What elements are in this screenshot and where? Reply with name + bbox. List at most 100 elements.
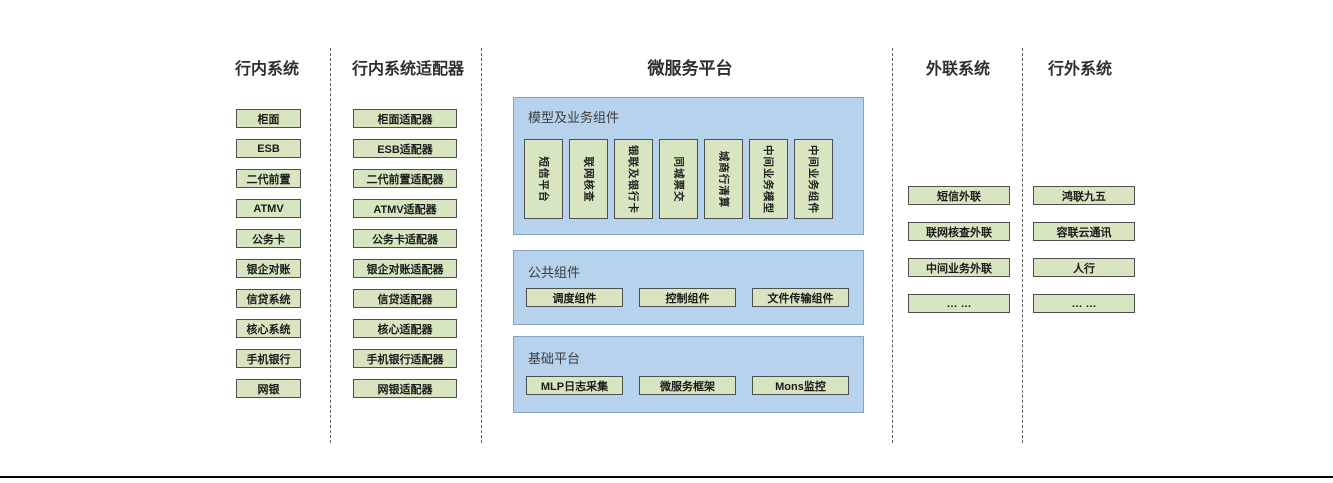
box-label: 公务卡 (252, 233, 285, 246)
model-component-box: 中间业务组件 (794, 139, 833, 219)
box-label: 文件传输组件 (767, 292, 834, 305)
outreach-system-box: 联网核查外联 (908, 222, 1010, 241)
model-components-row: 短信平台 联网核查 银联及银行卡 同城票交 城商行清算 (524, 139, 833, 219)
box-label: MLP日志采集 (540, 380, 609, 393)
box-label: 公务卡适配器 (372, 233, 438, 246)
adapter-box: 网银适配器 (353, 379, 457, 398)
box-label: 调度组件 (552, 292, 597, 305)
base-platform-box: 微服务框架 (639, 376, 736, 395)
model-component-box: 联网核查 (569, 139, 608, 219)
box-label: 容联云通讯 (1056, 226, 1112, 239)
internal-system-box: 银企对账 (236, 259, 301, 278)
adapter-box: 银企对账适配器 (353, 259, 457, 278)
box-label: 联网核查外联 (926, 226, 992, 239)
internal-systems-list: 柜面 ESB 二代前置 ATMV 公务卡 银企对账 信贷系统 (236, 109, 301, 409)
column-title-external: 行外系统 (1047, 61, 1113, 78)
column-title-adapters: 行内系统适配器 (351, 61, 465, 78)
box-label: 联网核查 (582, 156, 594, 202)
adapter-box: 公务卡适配器 (353, 229, 457, 248)
box-label: 银企对账适配器 (366, 263, 444, 276)
box-label: 柜面适配器 (377, 113, 433, 126)
box-label: … … (1071, 297, 1097, 310)
box-label: 微服务框架 (660, 380, 715, 393)
internal-system-box: 手机银行 (236, 349, 301, 368)
box-label: 信贷系统 (246, 293, 291, 306)
group-base-platform: 基础平台 MLP日志采集 微服务框架 Mons监控 (513, 336, 864, 413)
adapter-box: 核心适配器 (353, 319, 457, 338)
box-label: 同城票交 (672, 156, 684, 202)
internal-system-box: 公务卡 (236, 229, 301, 248)
box-label: 网银适配器 (377, 383, 433, 396)
box-label: ESB适配器 (377, 143, 433, 156)
external-system-box: 鸿联九五 (1033, 186, 1135, 205)
group-label: 公共组件 (528, 265, 581, 280)
box-label: … … (946, 297, 972, 310)
box-label: 柜面 (257, 113, 280, 126)
internal-system-box: 柜面 (236, 109, 301, 128)
group-common-components: 公共组件 调度组件 控制组件 文件传输组件 (513, 250, 864, 325)
internal-system-box: 核心系统 (236, 319, 301, 338)
model-component-box: 中间业务模型 (749, 139, 788, 219)
box-label: 核心适配器 (377, 323, 433, 336)
adapter-box: ESB适配器 (353, 139, 457, 158)
common-component-box: 文件传输组件 (752, 288, 849, 307)
external-systems-list: 鸿联九五 容联云通讯 人行 … … (1033, 186, 1135, 330)
box-label: 二代前置 (246, 173, 291, 186)
box-label: ESB (257, 142, 280, 155)
box-label: Mons监控 (775, 380, 826, 393)
outreach-system-box: 中间业务外联 (908, 258, 1010, 277)
box-label: 中间业务外联 (926, 262, 992, 275)
common-component-box: 控制组件 (639, 288, 736, 307)
outreach-system-box: 短信外联 (908, 186, 1010, 205)
external-system-box: 容联云通讯 (1033, 222, 1135, 241)
divider-1 (330, 48, 331, 443)
external-system-box: … … (1033, 294, 1135, 313)
box-label: ATMV适配器 (373, 203, 437, 216)
box-label: 核心系统 (246, 323, 291, 336)
divider-3 (892, 48, 893, 443)
box-label: 控制组件 (665, 292, 710, 305)
box-label: 银企对账 (246, 263, 291, 276)
model-component-box: 城商行清算 (704, 139, 743, 219)
divider-2 (481, 48, 482, 443)
internal-system-box: 信贷系统 (236, 289, 301, 308)
outreach-system-box: … … (908, 294, 1010, 313)
group-label: 模型及业务组件 (528, 110, 620, 125)
adapter-box: 手机银行适配器 (353, 349, 457, 368)
box-label: 银联及银行卡 (627, 144, 639, 214)
internal-system-box: ESB (236, 139, 301, 158)
column-title-outreach: 外联系统 (925, 61, 991, 78)
box-label: 手机银行 (246, 353, 291, 366)
internal-system-box: 二代前置 (236, 169, 301, 188)
bottom-rule (0, 476, 1333, 478)
column-title-internal: 行内系统 (234, 61, 300, 78)
adapter-box: 二代前置适配器 (353, 169, 457, 188)
base-platform-row: MLP日志采集 微服务框架 Mons监控 (526, 376, 849, 395)
box-label: 中间业务模型 (762, 144, 774, 214)
adapter-box: 信贷适配器 (353, 289, 457, 308)
group-label: 基础平台 (528, 351, 581, 366)
group-model-business-components: 模型及业务组件 短信平台 联网核查 银联及银行卡 同城票交 (513, 97, 864, 235)
box-label: 短信平台 (537, 156, 549, 202)
model-component-box: 同城票交 (659, 139, 698, 219)
model-component-box: 短信平台 (524, 139, 563, 219)
box-label: 二代前置适配器 (366, 173, 444, 186)
column-title-platform: 微服务平台 (647, 59, 733, 78)
box-label: 人行 (1073, 262, 1095, 275)
adapter-box: ATMV适配器 (353, 199, 457, 218)
box-label: 鸿联九五 (1062, 190, 1106, 203)
base-platform-box: MLP日志采集 (526, 376, 623, 395)
box-label: ATMV (253, 202, 284, 215)
box-label: 城商行清算 (717, 150, 729, 208)
external-system-box: 人行 (1033, 258, 1135, 277)
adapter-list: 柜面适配器 ESB适配器 二代前置适配器 ATMV适配器 公务卡适配器 银企对账… (353, 109, 457, 409)
box-label: 短信外联 (937, 190, 981, 203)
internal-system-box: ATMV (236, 199, 301, 218)
model-component-box: 银联及银行卡 (614, 139, 653, 219)
box-label: 中间业务组件 (807, 144, 819, 214)
box-label: 网银 (257, 383, 280, 396)
box-label: 手机银行适配器 (366, 353, 444, 366)
adapter-box: 柜面适配器 (353, 109, 457, 128)
common-components-row: 调度组件 控制组件 文件传输组件 (526, 288, 849, 307)
